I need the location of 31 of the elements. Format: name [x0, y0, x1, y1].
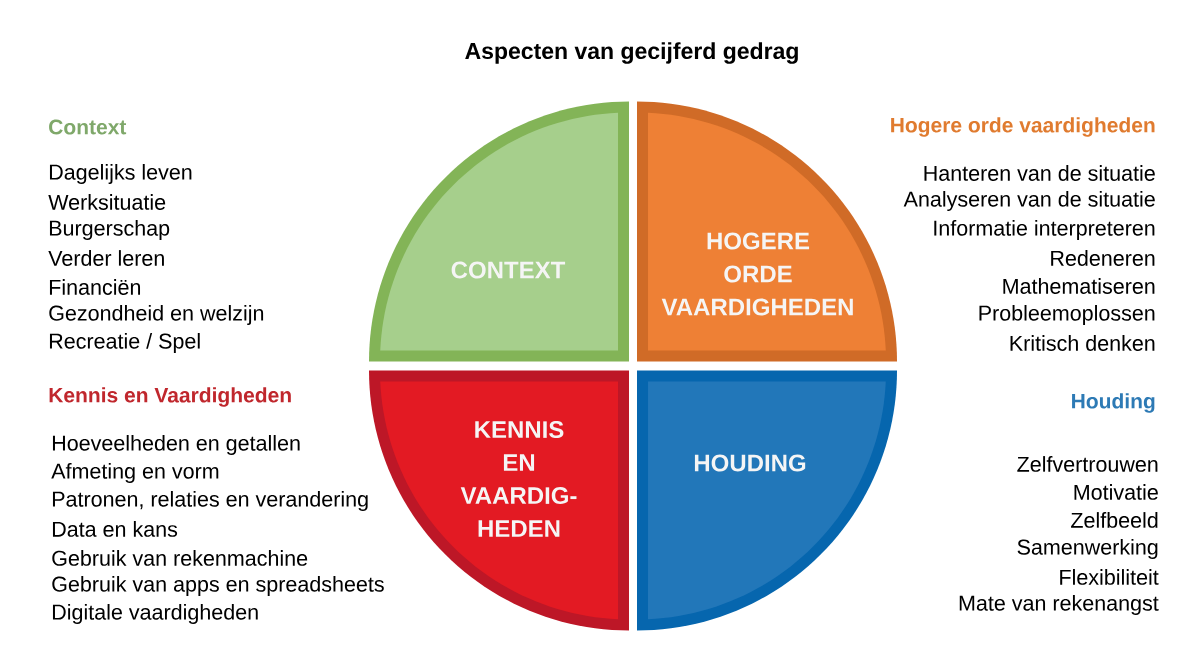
- section-heading: Context: [49, 119, 127, 135]
- list-item: Gebruik van apps en spreadsheets: [52, 575, 384, 596]
- list-item: Recreatie / Spel: [49, 332, 200, 353]
- list-item: Probleemoplossen: [979, 304, 1155, 325]
- list-item: Mate van rekenangst: [959, 594, 1159, 615]
- list-item: Hanteren van de situatie: [924, 165, 1155, 181]
- list-item: Hoeveelheden en getallen: [52, 434, 300, 455]
- list-item: Afmeting en vorm: [51, 462, 219, 483]
- list-item: Gebruik van rekenmachine: [52, 550, 308, 566]
- list-item: Flexibiliteit: [1060, 569, 1159, 585]
- list-item: Burgerschap: [49, 219, 170, 240]
- quadrant-segment: HOUDING: [637, 370, 897, 631]
- list-item: Informatie interpreteren: [934, 219, 1155, 240]
- list-item: Mathematiseren: [1003, 278, 1155, 294]
- list-item: Kritisch denken: [1010, 335, 1155, 351]
- list-item: Motivatie: [1074, 484, 1158, 500]
- section-heading: Kennis en Vaardigheden: [49, 387, 291, 407]
- list-item: Dagelijks leven: [49, 163, 192, 184]
- diagram-title: Aspecten van gecijferd gedrag: [465, 42, 798, 64]
- list-item: Digitale vaardigheden: [52, 603, 258, 624]
- list-item: Financiën: [49, 279, 140, 295]
- list-item: Data en kans: [52, 521, 178, 537]
- section-heading: Houding: [1072, 393, 1155, 413]
- list-item: Werksituatie: [48, 194, 166, 210]
- quadrant-segment: CONTEXT: [369, 101, 629, 362]
- list-item: Samenwerking: [1017, 538, 1158, 559]
- list-item: Verder leren: [48, 250, 164, 266]
- list-item: Zelfbeeld: [1071, 512, 1158, 528]
- list-item: Redeneren: [1051, 250, 1155, 266]
- list-item: Gezondheid en welzijn: [49, 304, 264, 325]
- list-item: Zelfvertrouwen: [1017, 456, 1158, 472]
